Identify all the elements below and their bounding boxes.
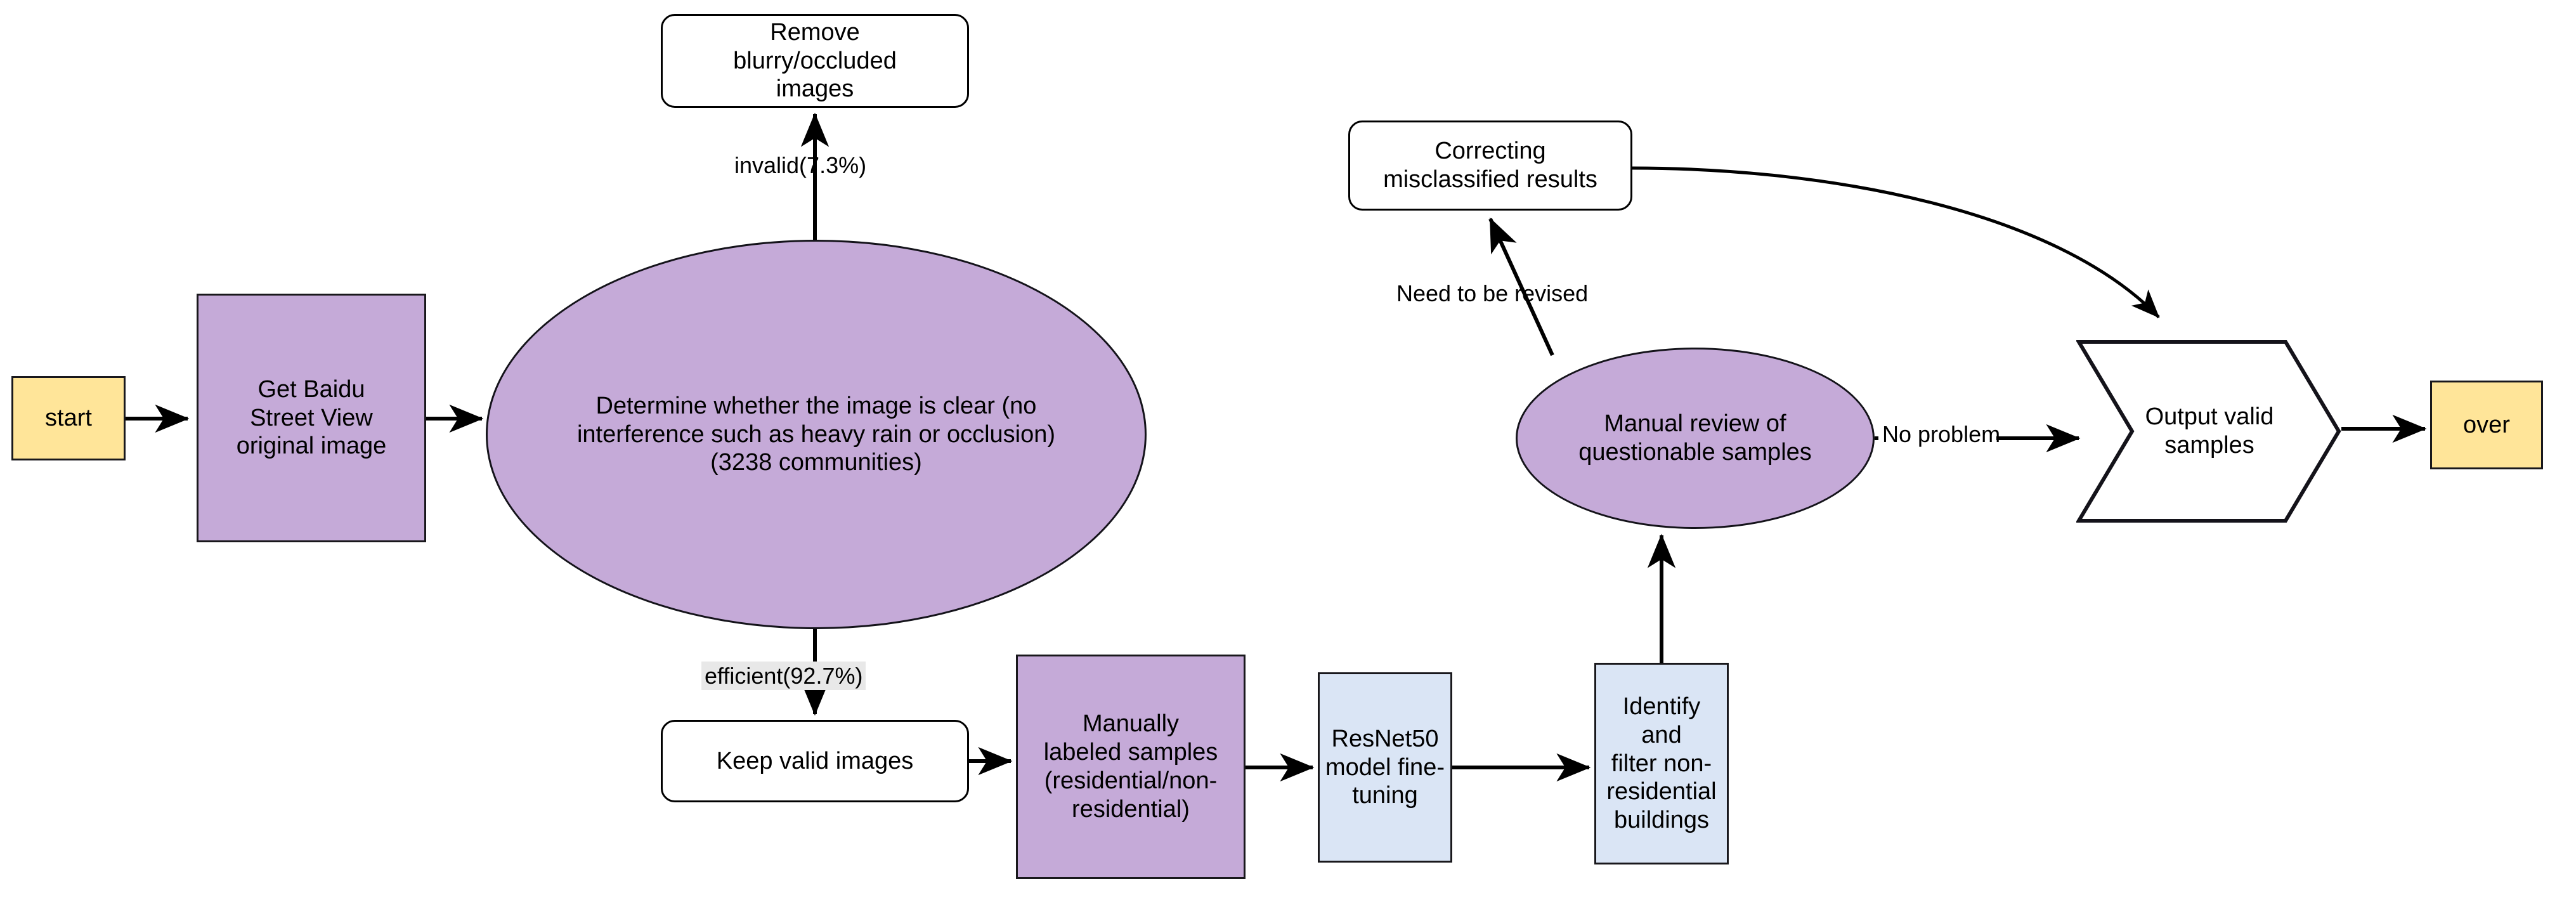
node-over[interactable]: over (2430, 381, 2543, 469)
edge-label-invalid-text: invalid(7.3%) (734, 152, 867, 178)
edge-correcting-to-output-valid (1632, 166, 2160, 318)
node-manual-review-questionable[interactable]: Manual review of questionable samples (1516, 348, 1875, 529)
node-keep-valid-images-label: Keep valid images (716, 747, 914, 774)
node-get-baidu-street-view-label: Get Baidu Street View original image (236, 375, 387, 460)
node-over-label: over (2463, 411, 2510, 438)
node-determine-image-clear-label: Determine whether the image is clear (no… (576, 392, 1056, 476)
edge-label-no-problem-text: No problem (1882, 421, 2001, 447)
edge-label-no-problem: No problem (1882, 421, 2000, 447)
node-output-valid-samples-label-wrap: Output valid samples (2114, 339, 2305, 523)
node-get-baidu-street-view[interactable]: Get Baidu Street View original image (197, 294, 426, 542)
node-resnet50-fine-tuning[interactable]: ResNet50 model fine- tuning (1318, 672, 1452, 863)
node-manually-labeled-samples[interactable]: Manually labeled samples (residential/no… (1016, 655, 1246, 879)
edge-label-efficient: efficient(92.7%) (701, 662, 866, 691)
node-correcting-misclassified[interactable]: Correcting misclassified results (1348, 121, 1632, 211)
edge-label-invalid: invalid(7.3%) (734, 152, 866, 178)
node-output-valid-samples-label: Output valid samples (2145, 403, 2274, 459)
node-remove-blurry-images[interactable]: Remove blurry/occluded images (661, 14, 969, 108)
node-correcting-misclassified-label: Correcting misclassified results (1383, 138, 1597, 193)
node-keep-valid-images[interactable]: Keep valid images (661, 720, 969, 802)
node-identify-filter-non-residential-label: Identify and filter non- residential bui… (1606, 693, 1717, 834)
edge-label-need-to-be-revised-text: Need to be revised (1396, 280, 1589, 306)
edge-label-efficient-text: efficient(92.7%) (705, 663, 863, 689)
node-resnet50-fine-tuning-label: ResNet50 model fine- tuning (1325, 725, 1445, 809)
node-output-valid-samples[interactable]: Output valid samples (2076, 339, 2341, 523)
node-determine-image-clear[interactable]: Determine whether the image is clear (no… (486, 240, 1147, 629)
node-manually-labeled-samples-label: Manually labeled samples (residential/no… (1043, 710, 1218, 823)
node-start[interactable]: start (11, 376, 126, 460)
node-remove-blurry-images-label: Remove blurry/occluded images (733, 18, 897, 103)
node-identify-filter-non-residential[interactable]: Identify and filter non- residential bui… (1594, 663, 1729, 864)
output-valid-samples-shape (2076, 340, 2341, 523)
node-start-label: start (45, 405, 92, 432)
edge-label-need-to-be-revised: Need to be revised (1396, 280, 1588, 306)
node-manual-review-questionable-label: Manual review of questionable samples (1578, 410, 1812, 466)
